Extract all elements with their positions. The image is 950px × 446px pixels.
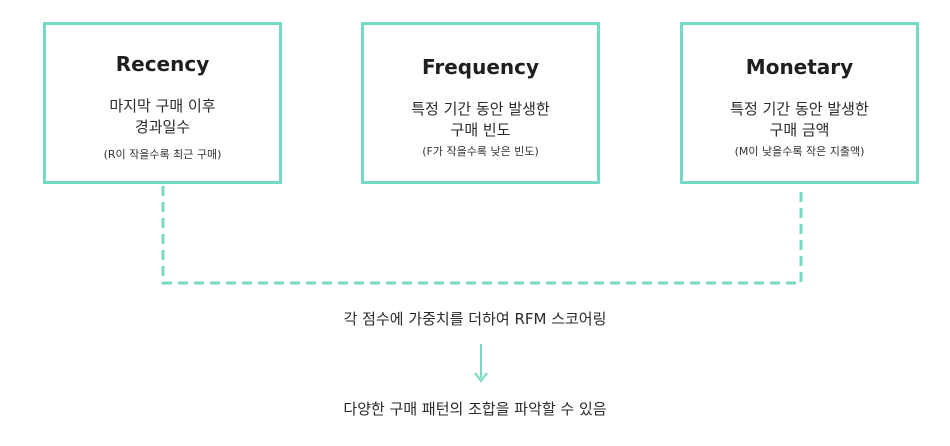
recency-description: 마지막 구매 이후 경과일수: [56, 96, 269, 138]
frequency-box: Frequency 특정 기간 동안 발생한 구매 빈도 (F가 작을수록 낮은…: [361, 22, 600, 184]
monetary-desc-line2: 구매 금액: [769, 121, 830, 139]
dashed-bracket-connector: [161, 186, 803, 285]
recency-desc-line1: 마지막 구매 이후: [109, 97, 216, 115]
recency-box: Recency 마지막 구매 이후 경과일수 (R이 작을수록 최근 구매): [43, 22, 282, 184]
scoring-caption: 각 점수에 가중치를 더하여 RFM 스코어링: [343, 310, 607, 328]
monetary-desc-line1: 특정 기간 동안 발생한: [730, 100, 869, 118]
frequency-note: (F가 작을수록 낮은 빈도): [422, 145, 539, 158]
recency-note: (R이 작을수록 최근 구매): [103, 148, 222, 161]
arrow-down-icon: [474, 372, 488, 383]
recency-title: Recency: [115, 52, 210, 76]
frequency-description: 특정 기간 동안 발생한 구매 빈도: [374, 99, 587, 141]
monetary-note: (M이 낮을수록 작은 지출액): [734, 145, 865, 158]
frequency-title: Frequency: [421, 55, 540, 79]
monetary-description: 특정 기간 동안 발생한 구매 금액: [693, 99, 906, 141]
monetary-box: Monetary 특정 기간 동안 발생한 구매 금액 (M이 낮을수록 작은 …: [680, 22, 919, 184]
frequency-desc-line1: 특정 기간 동안 발생한: [411, 100, 550, 118]
monetary-title: Monetary: [745, 55, 854, 79]
recency-desc-line2: 경과일수: [134, 118, 191, 136]
result-caption: 다양한 구매 패턴의 조합을 파악할 수 있음: [343, 400, 607, 418]
frequency-desc-line2: 구매 빈도: [450, 121, 511, 139]
